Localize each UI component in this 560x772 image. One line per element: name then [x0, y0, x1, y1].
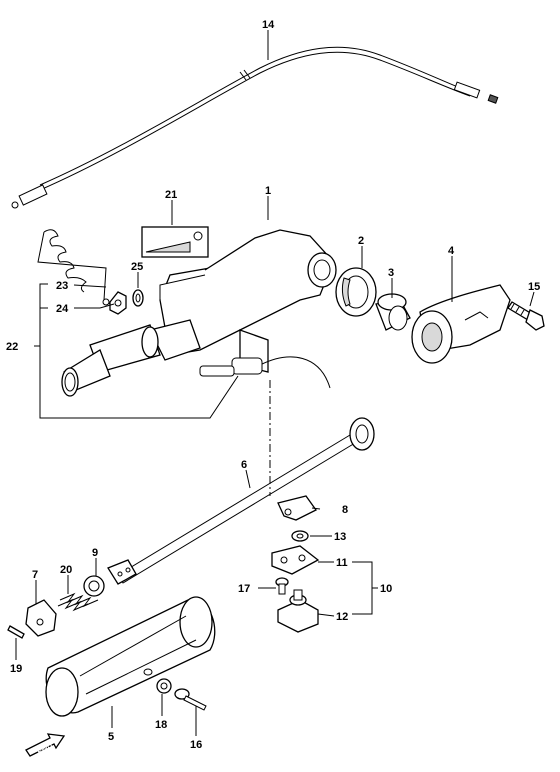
label-18: 18	[155, 719, 167, 731]
label-8: 8	[342, 504, 348, 516]
part-20-spring	[57, 592, 99, 612]
part-17-screw	[275, 577, 289, 595]
part-12-knob	[277, 589, 319, 633]
part-16-screw	[174, 688, 207, 711]
handle-wire	[199, 356, 331, 389]
label-20: 20	[60, 564, 72, 576]
label-2: 2	[358, 235, 364, 247]
part-8-bracket	[277, 495, 317, 521]
part-14-cable	[11, 46, 499, 209]
part-5-throttle-grip	[45, 596, 216, 717]
label-25: 25	[131, 261, 143, 273]
label-1: 1	[265, 185, 271, 197]
part-24-nut	[109, 291, 127, 315]
label-19: 19	[10, 663, 22, 675]
fwd-arrow-icon	[25, 733, 66, 757]
part-18-lock-washer	[156, 678, 172, 694]
label-14: 14	[262, 19, 275, 31]
part-1-tiller-handle	[61, 229, 337, 397]
label-23: 23	[56, 280, 68, 292]
label-16: 16	[190, 739, 202, 751]
part-4-grip-housing	[411, 284, 511, 364]
part-2-seal	[335, 267, 377, 317]
label-11: 11	[336, 557, 348, 569]
part-3-bushing	[375, 293, 411, 331]
part-19-pin	[7, 625, 25, 639]
label-13: 13	[334, 531, 346, 543]
label-15: 15	[528, 281, 540, 293]
part-9-collar	[83, 575, 105, 597]
part-6-shaft	[107, 417, 375, 585]
label-21: 21	[165, 189, 177, 201]
part-15-bolt	[507, 301, 545, 331]
part-23-lanyard	[37, 229, 111, 306]
part-11-friction-plate	[271, 545, 320, 575]
label-6: 6	[241, 459, 247, 471]
part-21-label-plate	[141, 226, 209, 258]
callout-numbers: 14 1 21 2 3 4 15 25 23 24 22 6 8 13 11 1…	[6, 19, 540, 756]
label-24: 24	[56, 303, 69, 315]
part-25-washer	[132, 289, 144, 307]
part-7-stopper	[25, 599, 57, 637]
label-22: 22	[6, 341, 18, 353]
label-4: 4	[448, 245, 455, 257]
label-10: 10	[380, 583, 392, 595]
leader-lines	[15, 30, 535, 736]
part-13-washer	[291, 530, 309, 542]
label-3: 3	[388, 267, 394, 279]
label-7: 7	[32, 569, 38, 581]
label-17: 17	[238, 583, 250, 595]
label-9: 9	[92, 547, 98, 559]
label-12: 12	[336, 611, 348, 623]
label-5: 5	[108, 731, 114, 743]
